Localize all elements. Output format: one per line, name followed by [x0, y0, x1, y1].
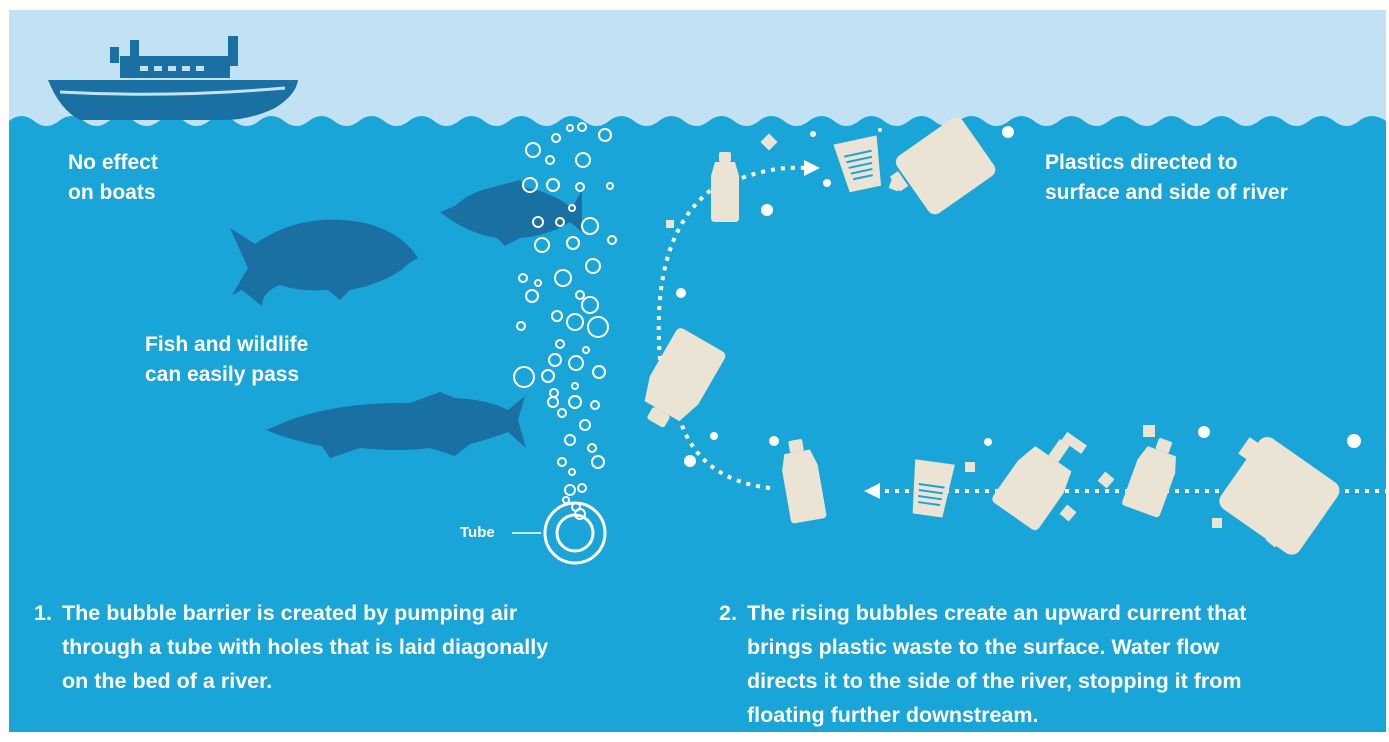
label-plastics: Plastics directed to surface and side of…: [1045, 148, 1288, 208]
step-2-line-1: The rising bubbles create an upward curr…: [747, 601, 1246, 625]
label-fish-line-1: Fish and wildlife: [145, 333, 308, 356]
label-fish-line-2: can easily pass: [145, 363, 299, 386]
step-1: 1. The bubble barrier is created by pump…: [62, 596, 672, 698]
step-2-line-3: directs it to the side of the river, sto…: [747, 669, 1242, 693]
step-1-line-2: through a tube with holes that is laid d…: [62, 635, 548, 659]
step-1-number: 1.: [34, 596, 52, 630]
step-2: 2. The rising bubbles create an upward c…: [747, 596, 1367, 732]
step-1-line-1: The bubble barrier is created by pumping…: [62, 601, 517, 625]
label-tube: Tube: [460, 524, 495, 541]
label-boats-line-2: on boats: [68, 181, 156, 204]
step-2-number: 2.: [719, 596, 737, 630]
step-2-line-2: brings plastic waste to the surface. Wat…: [747, 635, 1219, 659]
step-1-line-3: on the bed of a river.: [62, 669, 272, 693]
bottle-icon: [711, 152, 739, 222]
label-fish: Fish and wildlife can easily pass: [145, 330, 308, 390]
step-2-line-4: floating further downstream.: [747, 703, 1038, 727]
label-plastics-line-2: surface and side of river: [1045, 181, 1288, 204]
label-boats-line-1: No effect: [68, 151, 158, 174]
label-plastics-line-1: Plastics directed to: [1045, 151, 1238, 174]
label-boats: No effect on boats: [68, 148, 158, 208]
